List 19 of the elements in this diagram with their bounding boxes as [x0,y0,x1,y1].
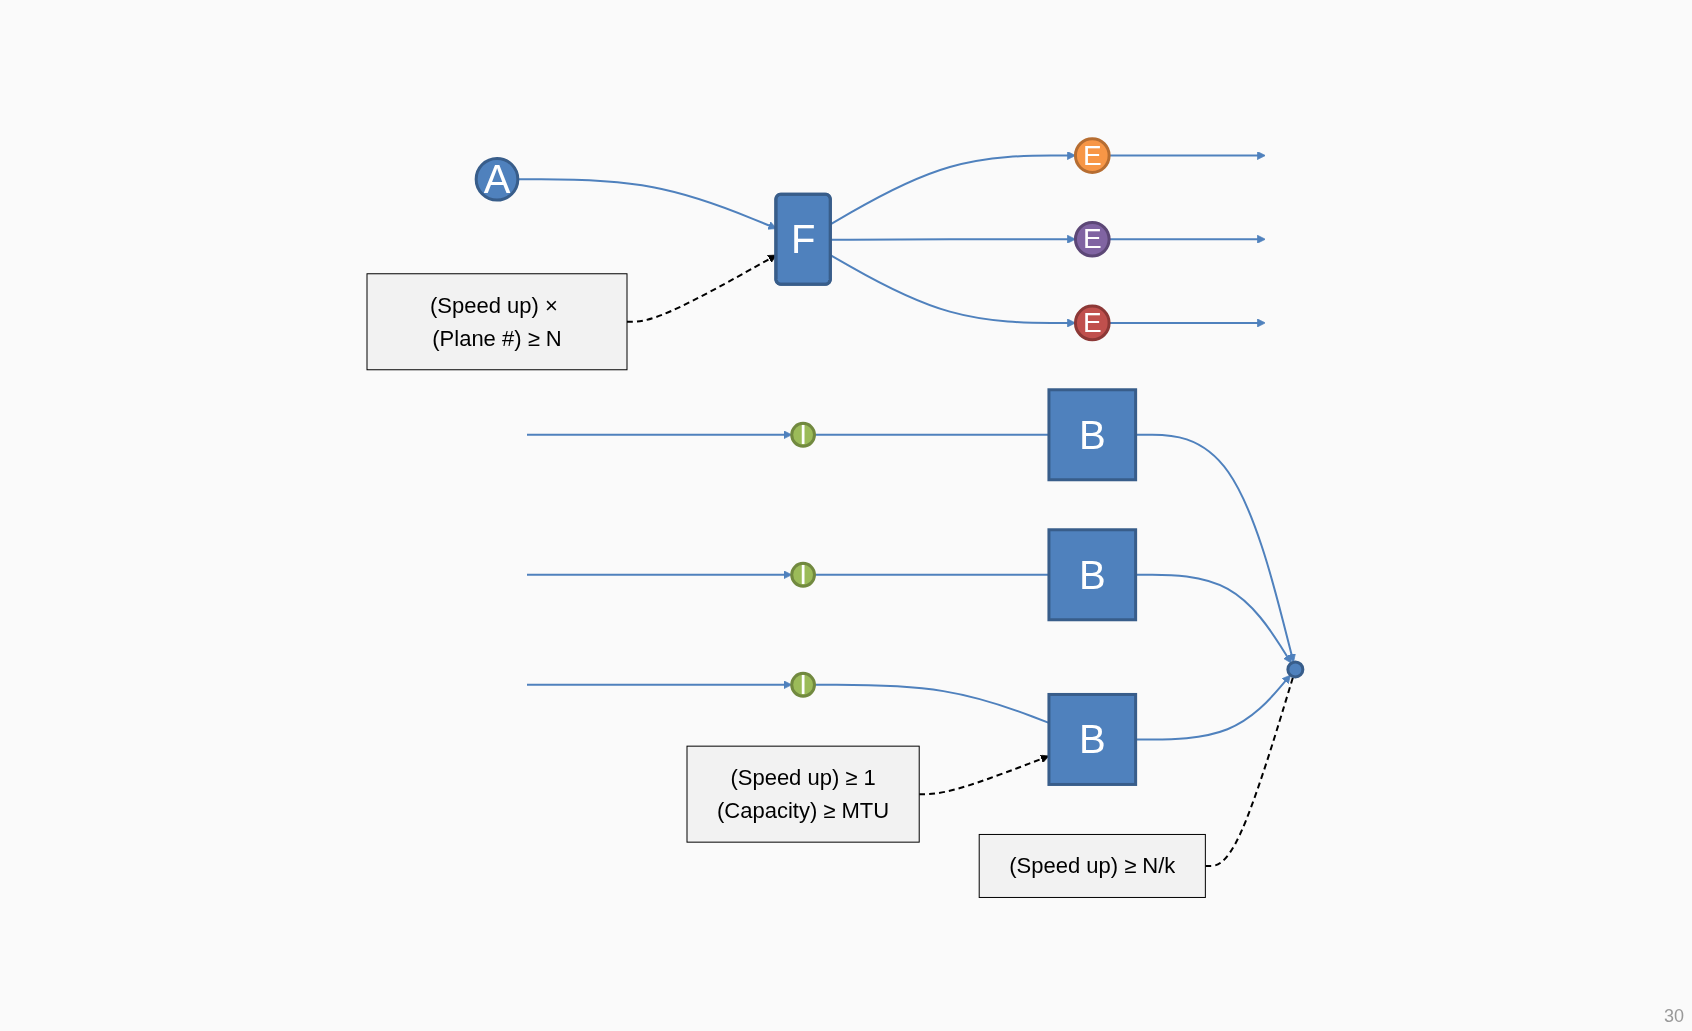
node-box: (Speed up) ≥ 1 (Capacity) ≥ MTU [686,745,920,843]
node-circle: I [790,421,816,448]
node-box: (Speed up) × (Plane #) ≥ N [366,272,628,370]
node-box: B [1047,387,1137,481]
page-number: 30 [1663,1006,1684,1026]
arrow [525,679,792,689]
node-circle: E [1073,220,1111,258]
node-circle: E [1073,304,1111,341]
node-circle [1286,659,1305,678]
node-circle: I [790,671,816,698]
node-circle: I [790,561,816,588]
node-box: B [1047,527,1137,621]
node-circle: E [1073,136,1111,174]
node-circle: A [474,156,520,202]
node-box: B [1047,692,1137,786]
arrow [525,569,792,579]
connector [1204,675,1294,867]
node-box: (Speed up) ≥ N/k [978,833,1206,898]
arrow [525,429,792,439]
